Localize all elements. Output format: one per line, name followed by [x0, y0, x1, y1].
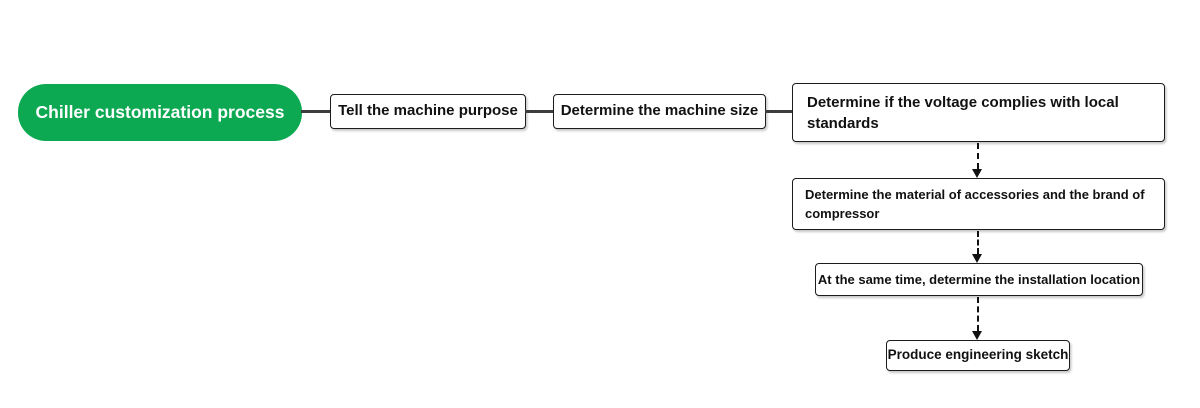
node-step1-label: Tell the machine purpose — [338, 102, 518, 120]
node-produce-engineering-sketch: Produce engineering sketch — [886, 340, 1070, 371]
arrowhead-down-icon — [972, 169, 982, 178]
dashed-arrow-step4-to-step5 — [977, 231, 979, 254]
dashed-arrow-step3-to-step4 — [977, 143, 979, 169]
connector-step2-to-step3 — [765, 110, 792, 113]
arrowhead-down-icon — [972, 254, 982, 263]
node-step2-label: Determine the machine size — [560, 102, 759, 120]
node-root-label: Chiller customization process — [35, 101, 285, 122]
node-chiller-customization-process: Chiller customization process — [18, 84, 302, 141]
node-voltage-standards: Determine if the voltage complies with l… — [792, 83, 1165, 142]
arrowhead-down-icon — [972, 331, 982, 340]
node-determine-machine-size: Determine the machine size — [553, 94, 766, 129]
node-step3-label: Determine if the voltage complies with l… — [807, 93, 1119, 132]
node-tell-machine-purpose: Tell the machine purpose — [330, 94, 526, 129]
node-step6-label: Produce engineering sketch — [887, 347, 1069, 363]
node-step5-label: At the same time, determine the installa… — [817, 271, 1141, 287]
connector-step1-to-step2 — [525, 110, 553, 113]
node-installation-location: At the same time, determine the installa… — [815, 263, 1143, 296]
node-step4-label: Determine the material of accessories an… — [805, 186, 1145, 222]
dashed-arrow-step5-to-step6 — [977, 297, 979, 331]
connector-root-to-step1 — [301, 110, 330, 113]
node-material-and-compressor-brand: Determine the material of accessories an… — [792, 178, 1165, 230]
